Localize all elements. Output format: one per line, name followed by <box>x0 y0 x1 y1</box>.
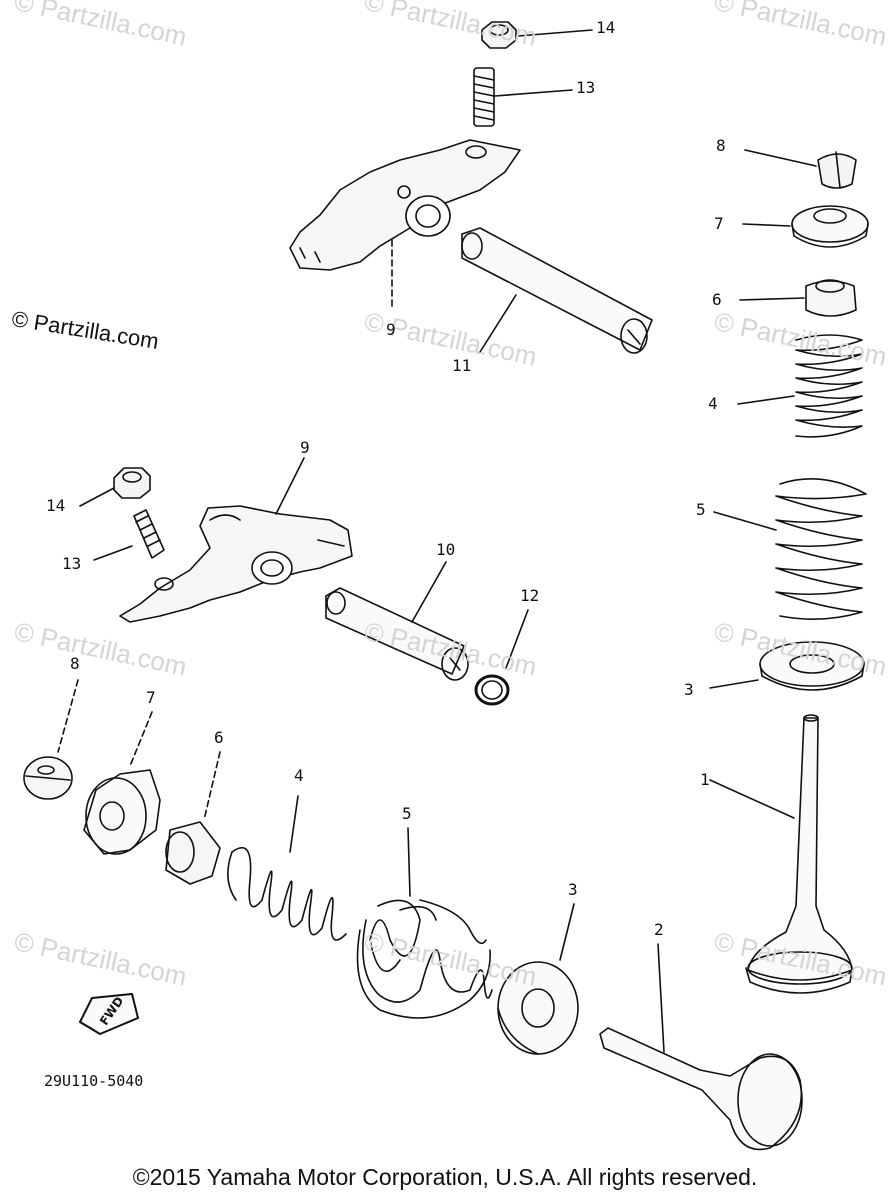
rocker-shaft-lower <box>325 587 469 681</box>
o-ring <box>474 674 510 706</box>
callout-13: 13 <box>576 78 596 97</box>
callout-5: 5 <box>402 804 412 823</box>
callout-8: 8 <box>70 654 80 673</box>
adjusting-screw-lower <box>133 509 165 559</box>
callout-12: 12 <box>520 586 540 605</box>
callout-7: 7 <box>146 688 156 707</box>
outer-spring-right <box>775 478 867 620</box>
callout-4: 4 <box>294 766 304 785</box>
valve-lower <box>599 1027 803 1151</box>
callout-5: 5 <box>696 500 706 519</box>
cotter-right <box>817 151 857 189</box>
outer-spring-lower <box>356 899 493 1019</box>
callout-11: 11 <box>452 356 472 375</box>
washer-right <box>759 641 865 691</box>
callout-6: 6 <box>712 290 722 309</box>
callout-2: 2 <box>654 920 664 939</box>
nut-upper <box>481 21 517 49</box>
callout-1: 1 <box>700 770 710 789</box>
callout-9: 9 <box>386 320 396 339</box>
inner-spring-right <box>795 334 863 438</box>
callout-10: 10 <box>436 540 456 559</box>
callout-13: 13 <box>62 554 82 573</box>
fwd-arrow-icon <box>79 993 139 1035</box>
copyright-notice: ©2015 Yamaha Motor Corporation, U.S.A. A… <box>132 1164 758 1190</box>
adjusting-screw-upper <box>473 67 495 127</box>
rocker-shaft-upper <box>461 227 653 354</box>
inner-spring-lower <box>227 846 347 941</box>
callout-14: 14 <box>46 496 66 515</box>
callout-3: 3 <box>568 880 578 899</box>
retainer-lower <box>83 769 161 855</box>
callout-3: 3 <box>684 680 694 699</box>
rocker-arm-upper <box>289 139 521 271</box>
rocker-arm-lower <box>119 505 353 623</box>
nut-lower <box>113 467 151 499</box>
callout-14: 14 <box>596 18 616 37</box>
part-code: 29U110-5040 <box>44 1072 144 1090</box>
washer-lower <box>497 961 579 1055</box>
seat-right <box>805 279 857 317</box>
callout-6: 6 <box>214 728 224 747</box>
callout-8: 8 <box>716 136 726 155</box>
cotter-lower <box>23 756 73 800</box>
callout-4: 4 <box>708 394 718 413</box>
callout-9: 9 <box>300 438 310 457</box>
seat-lower <box>165 821 221 885</box>
valve-right <box>745 714 853 994</box>
callout-7: 7 <box>714 214 724 233</box>
retainer-right <box>791 205 869 248</box>
